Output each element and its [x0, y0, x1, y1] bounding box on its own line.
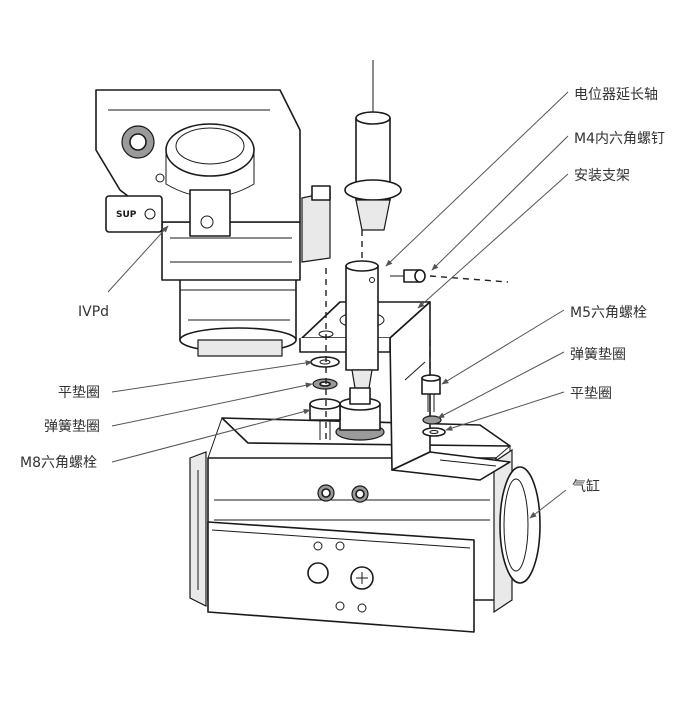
label-flat-washer-left: 平垫圈 — [58, 385, 100, 401]
flat-washer-left — [310, 356, 340, 368]
label-spring-washer-right: 弹簧垫圈 — [570, 347, 626, 363]
potentiometer-extension-shaft — [344, 60, 402, 395]
m4-hex-screw — [390, 269, 426, 283]
label-cylinder: 气缸 — [572, 478, 600, 495]
assembly-guides — [325, 230, 509, 440]
sup-badge: SUP — [116, 210, 137, 220]
label-potentiometer-shaft: 电位器延长轴 — [574, 87, 658, 103]
label-m4-hex-screw: M4内六角螺钉 — [574, 131, 665, 147]
spring-washer-left — [312, 378, 338, 390]
label-mounting-bracket: 安装支架 — [574, 168, 630, 184]
label-spring-washer-left: 弹簧垫圈 — [44, 419, 100, 435]
mounting-bracket — [299, 301, 511, 481]
label-flat-washer-right: 平垫圈 — [570, 386, 612, 402]
air-port-fitting — [317, 484, 369, 503]
m5-hex-bolt — [421, 374, 441, 412]
valve-positioner: SUP — [95, 89, 331, 357]
label-m8-hex-bolt: M8六角螺栓 — [20, 455, 97, 471]
flat-washer-right — [422, 427, 446, 437]
pneumatic-actuator — [189, 417, 541, 633]
shaft-coupling — [335, 387, 385, 441]
label-m5-hex-bolt: M5六角螺栓 — [570, 305, 647, 321]
leader-lines — [107, 91, 569, 519]
m8-hex-bolt — [309, 398, 341, 440]
label-ivpd: IVPd — [78, 304, 109, 320]
spring-washer-right — [422, 415, 442, 425]
